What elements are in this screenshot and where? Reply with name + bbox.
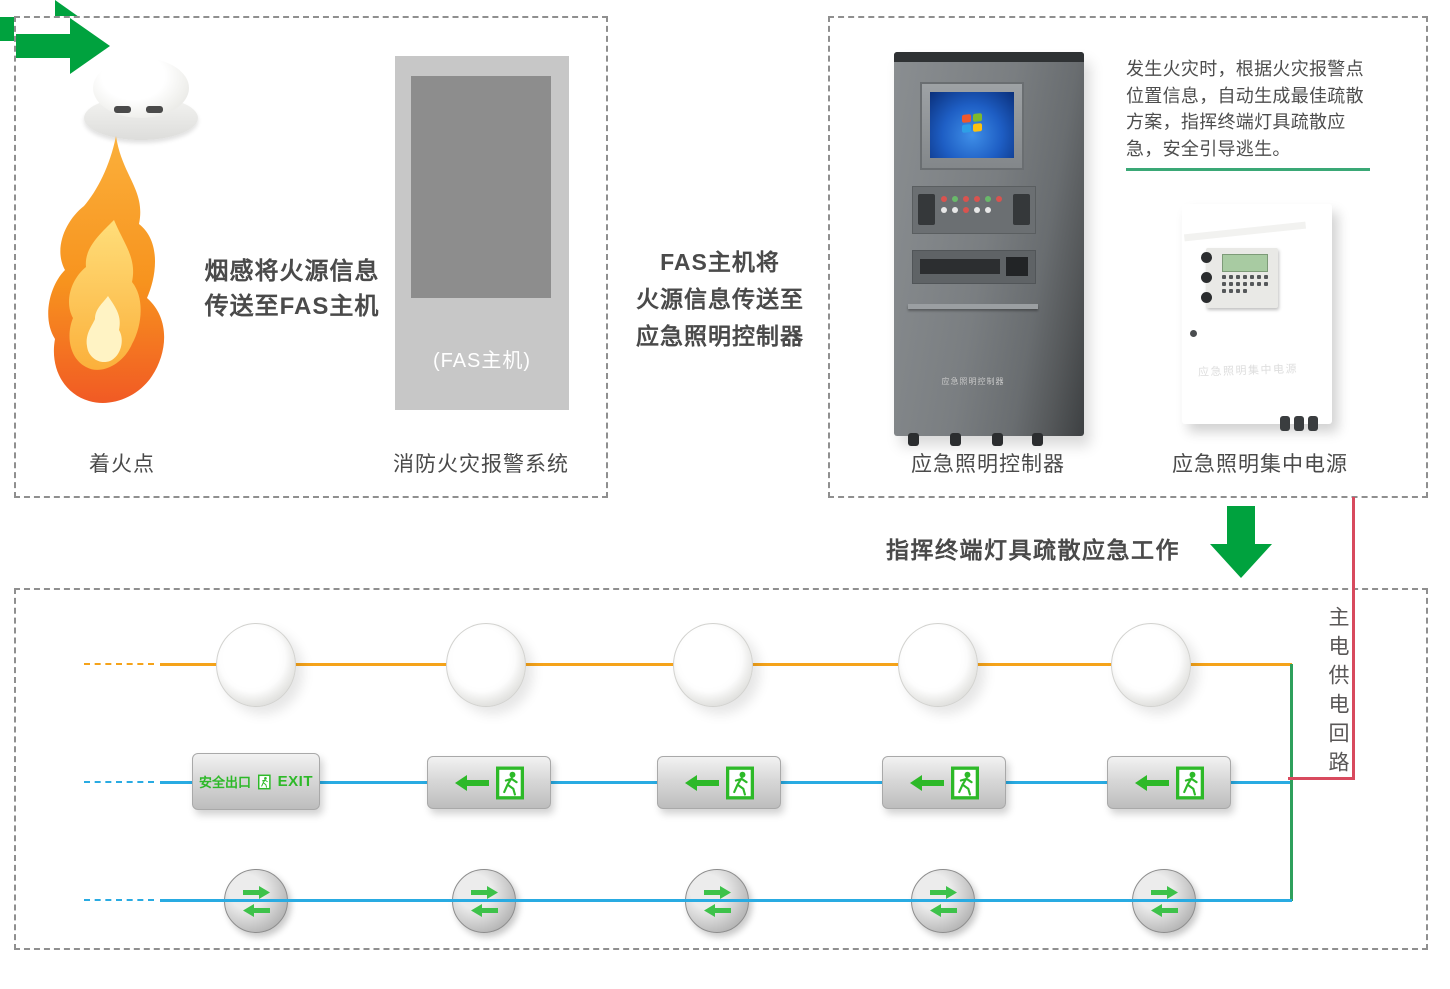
- left-arrow-icon: [454, 774, 489, 791]
- cabinet-handle: [908, 304, 1038, 309]
- cabinet-monitor-screen: [930, 92, 1014, 158]
- caster-wheel: [992, 433, 1003, 446]
- exit-sign-circuit-dashes: [84, 781, 154, 783]
- main-power-circuit-label: 主电供电回路: [1326, 606, 1349, 780]
- emergency-downlight: [898, 623, 978, 707]
- smoke-detector-vent: [114, 106, 131, 113]
- speaker-grille: [918, 194, 935, 225]
- speaker-grille: [1013, 194, 1030, 225]
- exit-sign: [657, 756, 781, 809]
- emergency-downlight: [1111, 623, 1191, 707]
- smoke-to-fas-line1: 烟感将火源信息: [204, 258, 380, 285]
- cabinet-monitor: [920, 82, 1024, 170]
- cable-gland: [1308, 416, 1318, 431]
- fire-response-description: 发生火灾时，根据火灾报警点位置信息，自动生成最佳疏散方案，指挥终端灯具疏散应急，…: [1126, 59, 1364, 159]
- vent-port: [1006, 257, 1028, 276]
- fas-host-block: (FAS主机): [395, 56, 569, 410]
- caption-fire-point: 着火点: [89, 453, 155, 476]
- flow-arrow-right-icon: [16, 18, 110, 74]
- left-arrow-icon: [470, 903, 498, 917]
- smoke-to-fas-label: 烟感将火源信息 传送至FAS主机: [126, 254, 458, 324]
- cable-gland: [1280, 416, 1290, 431]
- central-power-unit-image: 应急照明集中电源: [1182, 204, 1332, 431]
- emergency-downlight: [446, 623, 526, 707]
- running-man-door-icon: [258, 774, 271, 789]
- smoke-detector-image: [84, 58, 198, 142]
- fas-host-screen: [411, 76, 551, 298]
- fire-detection-box: 烟感将火源信息 传送至FAS主机 (FAS主机) 着火点 消防火灾报警系统: [14, 16, 608, 498]
- cable-gland: [1294, 416, 1304, 431]
- power-unit-keypad: [1222, 275, 1270, 293]
- flow-arrow-down-icon: [1210, 506, 1272, 578]
- downlight-circuit-dashes: [84, 663, 154, 665]
- caster-wheel: [1032, 433, 1043, 446]
- cabinet-control-panel: [912, 186, 1036, 234]
- power-unit-latch: [1190, 330, 1197, 337]
- right-arrow-icon: [929, 885, 957, 899]
- flame-icon: [48, 136, 165, 404]
- power-unit-knob: [1201, 252, 1212, 263]
- power-unit-knob: [1201, 292, 1212, 303]
- smoke-detector-vent: [146, 106, 163, 113]
- exit-sign: [882, 756, 1006, 809]
- left-arrow-icon: [684, 774, 719, 791]
- emergency-downlight: [673, 623, 753, 707]
- circuit-riser-wire: [1290, 664, 1293, 901]
- cabinet-door-label: 应急照明控制器: [941, 377, 1005, 386]
- main-power-wire-vertical: [1352, 497, 1355, 780]
- fas-to-controller-line2: 火源信息传送至: [636, 286, 804, 312]
- caster-wheel: [908, 433, 919, 446]
- emergency-lighting-box: 应急照明控制器 发生火灾时，根据火灾报警点位置信息，自动生成最佳疏散方案，指挥终…: [828, 16, 1428, 498]
- exit-sign-cn-text: 安全出口: [199, 775, 252, 790]
- main-power-wire-horizontal: [1288, 777, 1355, 780]
- power-unit-knob: [1201, 272, 1212, 283]
- left-arrow-icon: [1134, 774, 1169, 791]
- emergency-downlight: [216, 623, 296, 707]
- left-arrow-icon: [242, 903, 270, 917]
- left-arrow-icon: [703, 903, 731, 917]
- exit-sign: [1107, 756, 1231, 809]
- fas-to-controller-line1: FAS主机将: [660, 249, 780, 275]
- left-arrow-icon: [929, 903, 957, 917]
- lighting-controller-cabinet-image: 应急照明控制器: [894, 52, 1084, 446]
- power-unit-control-panel: [1201, 248, 1278, 308]
- exit-sign: [427, 756, 551, 809]
- caption-central-power: 应急照明集中电源: [1172, 453, 1348, 476]
- left-arrow-icon: [1150, 903, 1178, 917]
- running-man-door-icon: [725, 766, 754, 799]
- exit-sign-en-text: EXIT: [277, 773, 313, 790]
- caption-lighting-controller: 应急照明控制器: [911, 453, 1065, 476]
- power-unit-lcd: [1222, 254, 1268, 272]
- smoke-detector-dome: [93, 58, 189, 118]
- terminal-fixtures-box: 主电供电回路 安全出口 EXIT: [14, 588, 1428, 950]
- vent-slit: [920, 259, 1000, 274]
- running-man-door-icon: [1175, 766, 1204, 799]
- right-arrow-icon: [1150, 885, 1178, 899]
- fas-to-controller-label: FAS主机将 火源信息传送至 应急照明控制器: [612, 244, 828, 355]
- cabinet-top: [894, 52, 1084, 62]
- floor-light-circuit-dashes: [84, 899, 154, 901]
- right-arrow-icon: [470, 885, 498, 899]
- description-underline: [1126, 168, 1370, 171]
- running-man-door-icon: [495, 766, 524, 799]
- floor-light-circuit-wire: [160, 899, 1292, 902]
- fas-host-label: (FAS主机): [432, 350, 532, 372]
- cabinet-vent-panel: [912, 250, 1036, 284]
- right-arrow-icon: [703, 885, 731, 899]
- running-man-door-icon: [950, 766, 979, 799]
- right-arrow-icon: [242, 885, 270, 899]
- caption-fas-system: 消防火灾报警系统: [393, 453, 569, 476]
- smoke-to-fas-line2: 传送至FAS主机: [204, 293, 380, 320]
- power-unit-label: 应急照明集中电源: [1197, 363, 1299, 379]
- indicator-lights: [941, 196, 1007, 213]
- caster-wheel: [950, 433, 961, 446]
- command-terminals-label: 指挥终端灯具疏散应急工作: [886, 537, 1180, 563]
- windows-logo-icon: [962, 113, 982, 133]
- power-unit-stripe: [1183, 221, 1307, 242]
- exit-sign-main: 安全出口 EXIT: [192, 753, 320, 810]
- fas-to-controller-line3: 应急照明控制器: [636, 323, 804, 349]
- left-arrow-icon: [909, 774, 944, 791]
